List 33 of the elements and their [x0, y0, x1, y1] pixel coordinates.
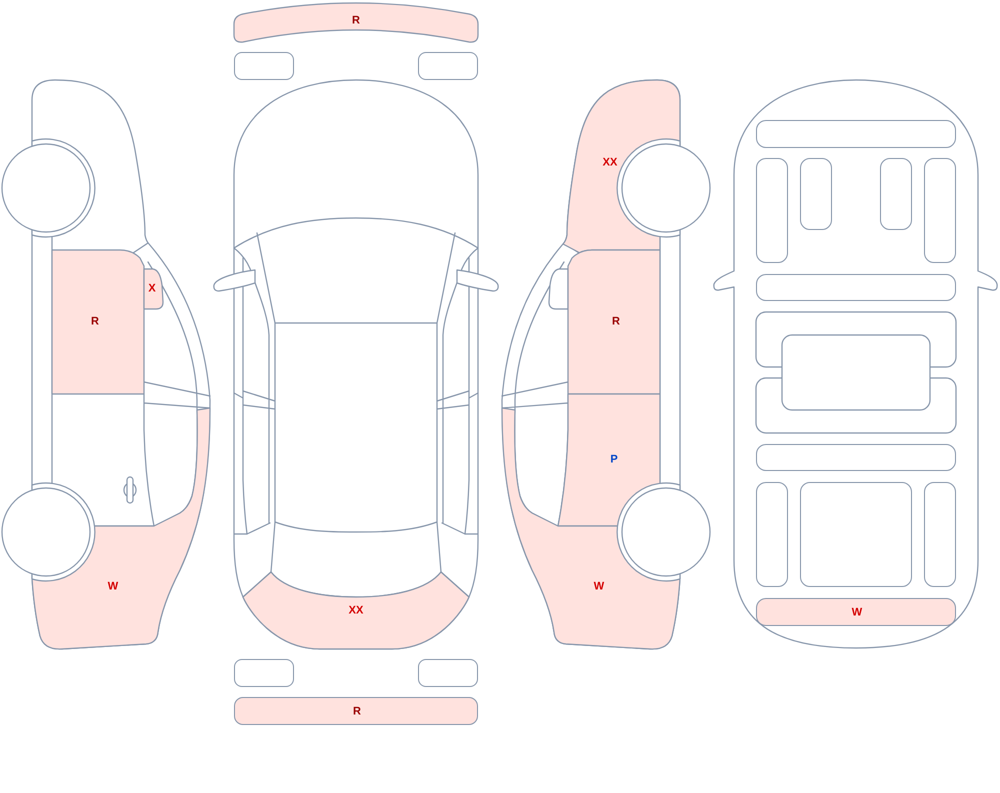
marked-panel — [51, 249, 145, 395]
body-panel — [880, 158, 912, 230]
damage-code: W — [108, 582, 118, 592]
body-panel — [418, 659, 478, 687]
damage-code: R — [352, 16, 360, 26]
body-panel — [756, 274, 956, 301]
damage-code: XX — [602, 158, 618, 168]
damage-code: XX — [348, 606, 364, 616]
body-panel — [756, 444, 956, 471]
damage-code: R — [353, 706, 361, 718]
body-panel — [800, 482, 912, 587]
body-panel — [924, 482, 956, 587]
marked-panel — [756, 598, 956, 626]
body-panel — [234, 52, 294, 80]
damage-code: W — [594, 582, 604, 592]
marked-panel — [31, 407, 211, 651]
marked-panel — [143, 268, 164, 310]
body-panel — [756, 482, 788, 587]
damage-code: R — [91, 316, 99, 328]
damage-code: P — [610, 454, 618, 466]
body-panel — [800, 158, 832, 230]
body-panel — [234, 659, 294, 687]
body-panel — [756, 120, 956, 148]
damage-code: W — [852, 608, 862, 618]
damage-code: R — [612, 316, 620, 328]
marked-panel — [242, 571, 470, 650]
body-panel — [924, 158, 956, 263]
damage-code: X — [148, 284, 156, 294]
body-panel — [756, 158, 788, 263]
marked-panel — [234, 697, 478, 725]
body-panel — [418, 52, 478, 80]
marked-panel — [567, 249, 661, 395]
marked-panel — [233, 2, 479, 44]
